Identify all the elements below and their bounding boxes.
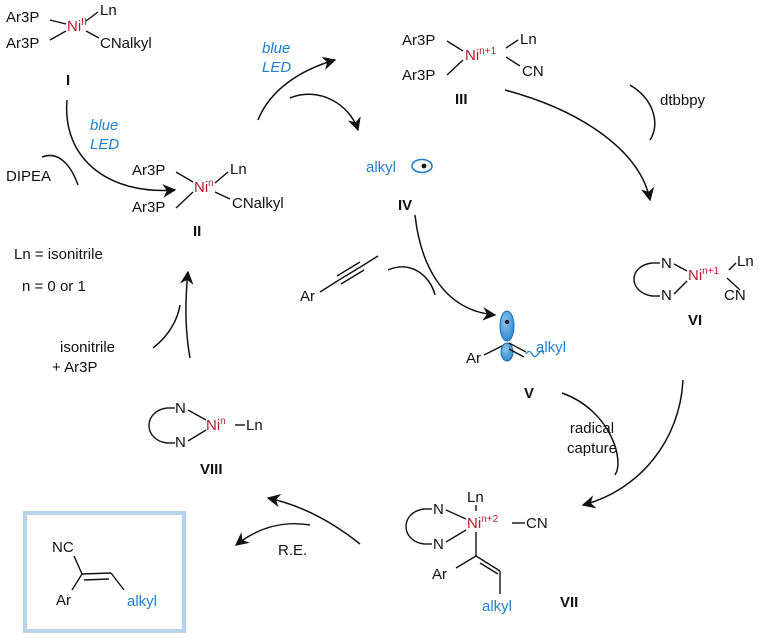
- ligand-ar3p-top: Ar3P: [132, 162, 165, 179]
- complex-VII: N N Ln Nin+2 CN Ar alkyl VII: [405, 489, 578, 615]
- arrow-VI-to-VII: [581, 379, 684, 509]
- ligand-ar3p-top: Ar3P: [402, 32, 435, 49]
- n-top: N: [175, 400, 186, 417]
- dipea-label: DIPEA: [6, 168, 51, 185]
- ln-ligand: Ln: [467, 489, 484, 506]
- ligand-ar3p-bottom: Ar3P: [402, 67, 435, 84]
- arrow-IV-to-V: [414, 214, 497, 321]
- n-definition: n = 0 or 1: [22, 278, 86, 295]
- arrow-VIII-to-II: [179, 270, 194, 359]
- arrow-VII-to-VIII: [266, 494, 361, 545]
- product-box: NC Ar alkyl: [23, 511, 186, 633]
- arrow-dipea-in: [41, 154, 79, 186]
- ln-ligand: Ln: [520, 31, 537, 48]
- complex-II: Ar3P Ar3P Nin Ln CNalkyl II: [132, 161, 284, 240]
- ln-ligand: Ln: [246, 417, 263, 434]
- label-I: I: [66, 72, 70, 89]
- alkyl-radical-text: alkyl: [366, 159, 396, 176]
- aryl-alkyne: Ar: [300, 255, 379, 305]
- nickel-center: Nin: [194, 178, 214, 196]
- cn-ligand: CN: [724, 287, 746, 304]
- vii-alkyl: alkyl: [482, 598, 512, 615]
- p-orbital-upper-lobe: [499, 310, 515, 342]
- n-top: N: [661, 255, 672, 272]
- ligand-ar3p-bottom: Ar3P: [132, 199, 165, 216]
- product-ar: Ar: [56, 592, 71, 609]
- radical-dot-icon: [421, 163, 427, 169]
- label-II: II: [193, 223, 201, 240]
- label-V: V: [524, 385, 534, 402]
- vii-ar: Ar: [432, 566, 447, 583]
- nickel-center: Nin+1: [688, 266, 720, 284]
- arrow-to-product: [234, 522, 311, 546]
- cn-alkyl-ligand: CNalkyl: [100, 35, 152, 52]
- nickel-center: NiII: [67, 17, 87, 35]
- dtbbpy-label: dtbbpy: [660, 92, 706, 109]
- label-IV: IV: [398, 197, 412, 214]
- arrow-I-to-II: [65, 99, 177, 198]
- wavy-bond: [525, 350, 545, 358]
- isonitrile-label: isonitrile+ Ar3P: [52, 339, 115, 376]
- label-III: III: [455, 91, 468, 108]
- nickel-center: Nin: [206, 416, 226, 434]
- arrow-alkyne-in: [387, 266, 436, 296]
- p-orbital-lower-lobe: [500, 342, 514, 362]
- vinyl-alkyl: alkyl: [536, 339, 566, 356]
- reductive-elimination-label: R.E.: [278, 542, 307, 559]
- radical-dot-icon: [504, 319, 510, 325]
- n-bottom: N: [433, 536, 444, 553]
- ln-ligand: Ln: [737, 253, 754, 270]
- label-VI: VI: [688, 312, 702, 329]
- ligand-ar3p-top: Ar3P: [6, 9, 39, 26]
- arrow-III-to-VI: [504, 89, 655, 202]
- radical-IV: alkyl IV: [366, 158, 433, 214]
- n-bottom: N: [661, 287, 672, 304]
- complex-VIII: N N Nin Ln VIII: [148, 400, 263, 478]
- arrow-II-to-III: [257, 56, 337, 121]
- nickel-center: Nin+1: [465, 46, 497, 64]
- arrow-isonitrile-in: [152, 304, 181, 349]
- vinyl-radical-V: Ar alkyl V: [466, 310, 566, 402]
- radical-orbital-icon: [411, 158, 433, 174]
- ligand-ar3p-bottom: Ar3P: [6, 35, 39, 52]
- arrow-dtbbpy-in: [629, 84, 656, 141]
- cn-ligand: CN: [526, 515, 548, 532]
- complex-VI: N N Nin+1 Ln CN VI: [633, 253, 754, 329]
- product-nc: NC: [52, 539, 74, 556]
- alkyne-ar: Ar: [300, 288, 315, 305]
- ln-ligand: Ln: [230, 161, 247, 178]
- label-VIII: VIII: [200, 461, 223, 478]
- ln-ligand: Ln: [100, 2, 117, 19]
- product-alkyl: alkyl: [127, 593, 157, 610]
- complex-III: Ar3P Ar3P Nin+1 Ln CN III: [402, 31, 544, 108]
- arrow-radical-capture: [561, 392, 619, 476]
- arrow-to-radical-IV: [289, 93, 361, 132]
- ln-definition: Ln = isonitrile: [14, 246, 103, 263]
- vinyl-ar: Ar: [466, 350, 481, 367]
- n-bottom: N: [175, 434, 186, 451]
- cn-ligand: CN: [522, 63, 544, 80]
- label-VII: VII: [560, 594, 578, 611]
- complex-I: Ar3P Ar3P NiII Ln CNalkyl I: [6, 2, 152, 89]
- n-top: N: [433, 501, 444, 518]
- nickel-center: Nin+2: [467, 514, 499, 532]
- cn-alkyl-ligand: CNalkyl: [232, 195, 284, 212]
